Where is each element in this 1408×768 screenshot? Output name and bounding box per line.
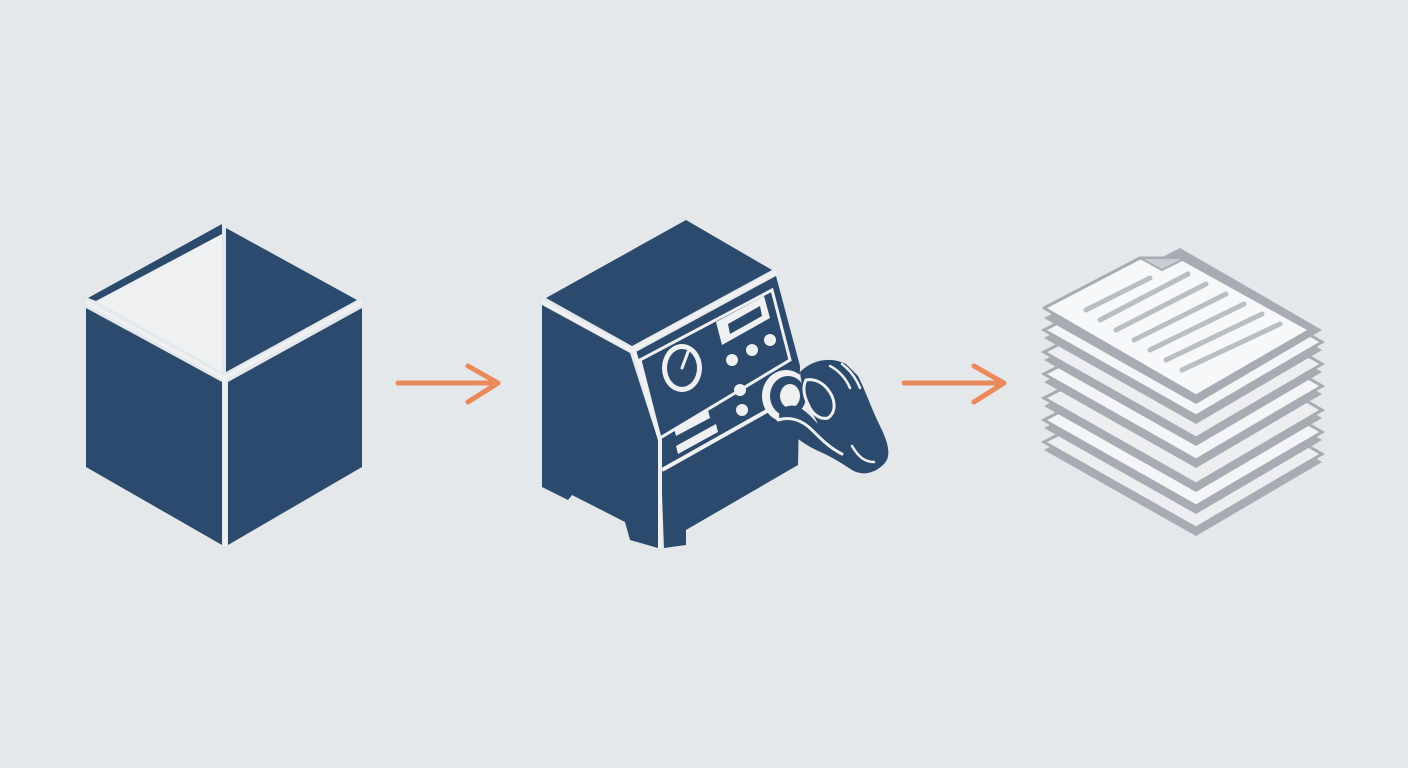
machine-with-hand-icon [541, 220, 889, 548]
top-sheet [1042, 248, 1322, 404]
arrow-right-icon [901, 363, 1007, 405]
document-stack-icon [1040, 248, 1325, 536]
arrow-right-icon [395, 363, 501, 405]
cube-icon [85, 224, 363, 546]
